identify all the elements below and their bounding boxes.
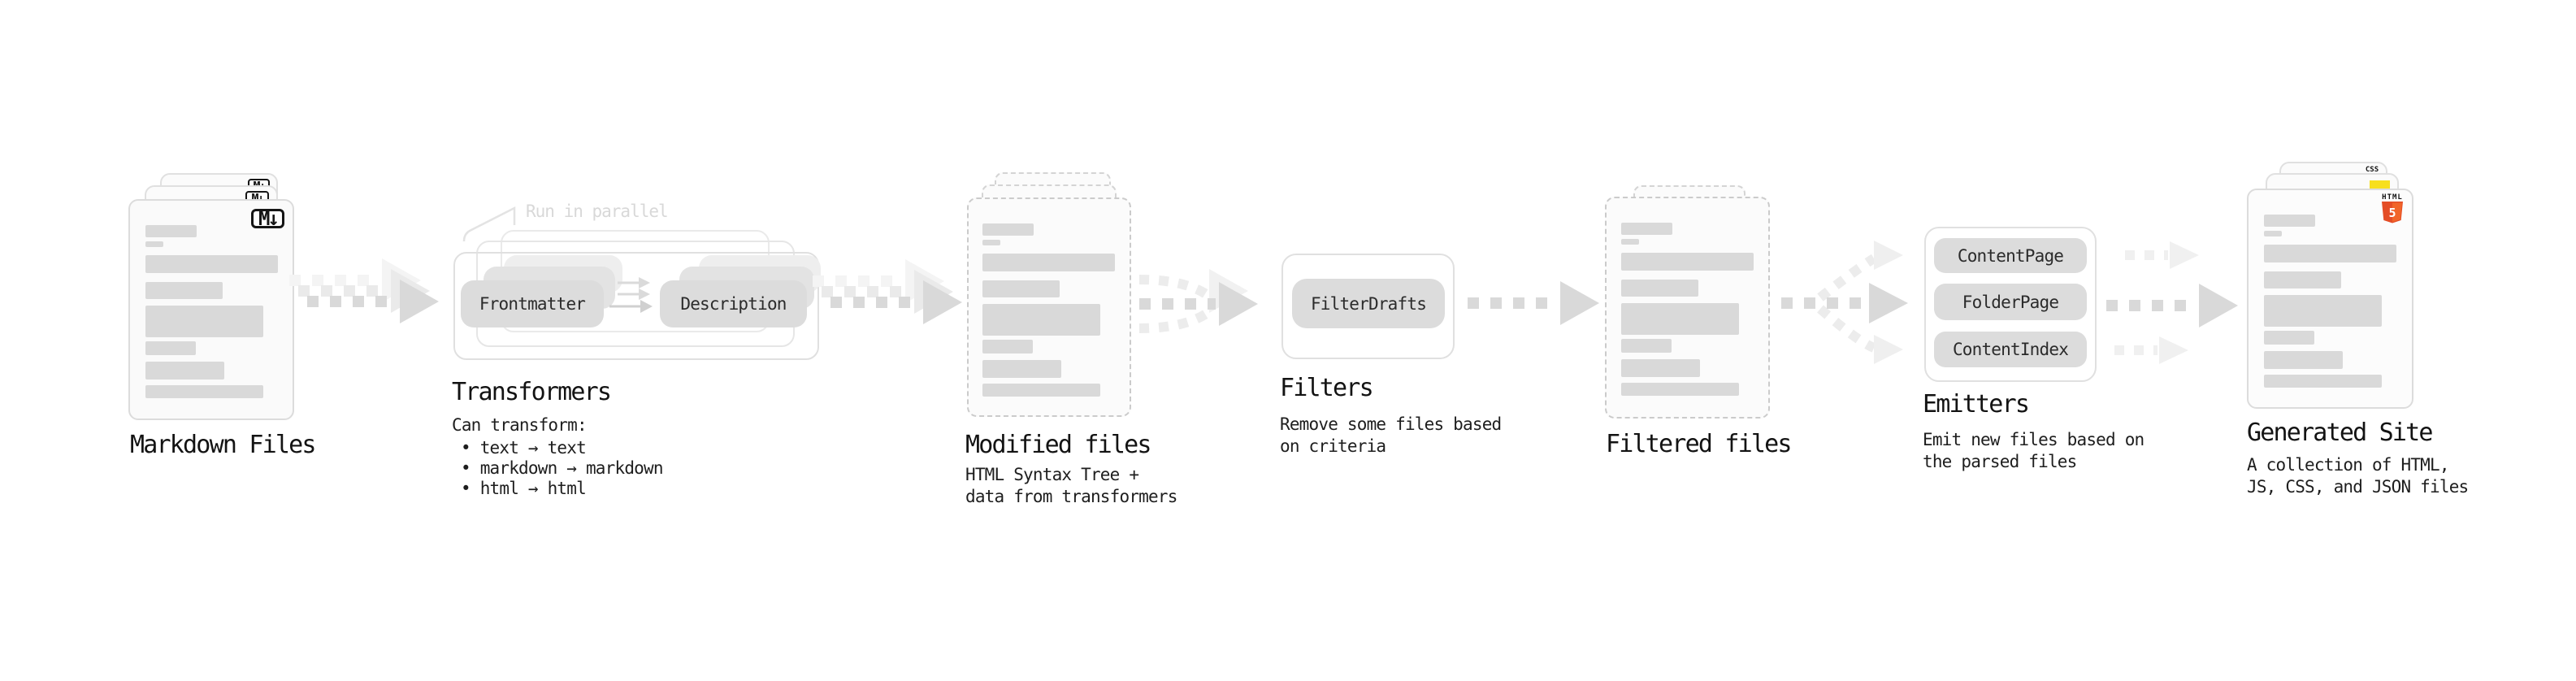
javascript-icon <box>2370 180 2390 190</box>
skeleton-bar <box>982 223 1034 236</box>
skeleton-bar <box>145 341 196 355</box>
modified-files-title: Modified files <box>965 431 1151 459</box>
css-icon-label: CSS <box>2365 166 2379 174</box>
skeleton-bar <box>1621 253 1754 271</box>
emitter-pill-contentpage: ContentPage <box>1934 238 2087 273</box>
bullet-text: text → text <box>479 438 587 458</box>
skeleton-bar <box>145 225 197 237</box>
transformers-list-heading: Can transform: <box>452 415 588 435</box>
bullet-text: html → html <box>479 479 587 498</box>
modified-files-subtitle-line: HTML Syntax Tree + <box>965 465 1139 484</box>
transformer-pill-description: Description <box>660 280 807 327</box>
svg-text:5: 5 <box>2388 206 2396 220</box>
emitters-title: Emitters <box>1923 390 2030 419</box>
bullet-icon: • <box>461 479 471 498</box>
filters-subtitle-line: on criteria <box>1280 436 1386 456</box>
arrow-transformers-to-modified <box>813 259 962 324</box>
skeleton-bar <box>1621 280 1698 297</box>
skeleton-bar <box>145 306 263 337</box>
generated-site-subtitle-line: JS, CSS, and JSON files <box>2247 477 2469 497</box>
skeleton-bar <box>1621 239 1639 245</box>
filter-pill-filterdrafts: FilterDrafts <box>1292 279 1445 328</box>
emitter-pill-contentindex: ContentIndex <box>1934 332 2087 367</box>
arrow-markdown-to-transformers <box>289 258 439 323</box>
modified-files-subtitle-line: data from transformers <box>965 487 1177 506</box>
skeleton-bar <box>1621 303 1739 335</box>
generated-doc-card-front: HTML 5 <box>2247 189 2413 409</box>
transformers-bullet-row: • html → html <box>461 478 587 500</box>
skeleton-bar <box>982 340 1033 354</box>
skeleton-bar <box>2264 231 2282 236</box>
generated-site-subtitle-line: A collection of HTML, <box>2247 455 2450 475</box>
modified-doc-card-front <box>967 197 1131 417</box>
skeleton-bar <box>2264 271 2341 288</box>
transformers-bullet-row: • text → text <box>461 437 587 459</box>
emitters-subtitle-line: Emit new files based on <box>1923 430 2144 449</box>
run-in-parallel-callout: Run in parallel <box>526 202 669 221</box>
arrow-modified-to-filters <box>1138 269 1258 333</box>
skeleton-bar <box>1621 223 1672 235</box>
emitters-subtitle-line: the parsed files <box>1923 452 2077 471</box>
bullet-text: markdown → markdown <box>479 458 664 478</box>
skeleton-bar <box>145 385 263 398</box>
arrow-emitters-to-generated <box>2106 241 2238 364</box>
skeleton-bar <box>145 241 163 247</box>
skeleton-bar <box>982 384 1100 397</box>
arrow-filtered-to-emitters <box>1781 241 1908 364</box>
skeleton-bar <box>2264 215 2315 227</box>
markdown-doc-card-front: M↓ <box>128 199 294 420</box>
filtered-files-title: Filtered files <box>1606 430 1792 458</box>
filters-subtitle-line: Remove some files based <box>1280 414 1502 434</box>
skeleton-bar <box>982 280 1060 297</box>
filters-title: Filters <box>1280 374 1374 402</box>
skeleton-bar <box>2264 351 2343 369</box>
skeleton-bar <box>145 282 223 299</box>
skeleton-bar <box>145 255 278 273</box>
skeleton-bar <box>982 360 1061 378</box>
skeleton-bar <box>1621 359 1700 377</box>
markdown-icon: M↓ <box>251 207 284 230</box>
html5-icon: HTML 5 <box>2379 193 2405 228</box>
emitter-pill-folderpage: FolderPage <box>1934 284 2087 320</box>
skeleton-bar <box>982 304 1100 336</box>
transformers-bullet-row: • markdown → markdown <box>461 458 664 479</box>
markdown-files-title: Markdown Files <box>130 431 316 459</box>
skeleton-bar <box>2264 295 2382 327</box>
transformers-title: Transformers <box>452 378 612 406</box>
arrow-filters-to-filtered <box>1468 281 1599 325</box>
skeleton-bar <box>2264 331 2314 345</box>
html5-icon-label: HTML <box>2382 193 2403 202</box>
skeleton-bar <box>2264 375 2382 388</box>
bullet-icon: • <box>461 438 471 458</box>
skeleton-bar <box>982 240 1000 245</box>
skeleton-bar <box>145 362 224 380</box>
transformer-pill-frontmatter: Frontmatter <box>461 280 604 327</box>
skeleton-bar <box>1621 339 1672 353</box>
skeleton-bar <box>2264 245 2396 262</box>
skeleton-bar <box>1621 383 1739 396</box>
filtered-doc-card-front <box>1605 197 1770 419</box>
bullet-icon: • <box>461 458 471 478</box>
html5-shield-icon: 5 <box>2382 202 2403 223</box>
generated-site-title: Generated Site <box>2247 419 2433 447</box>
skeleton-bar <box>982 254 1115 271</box>
